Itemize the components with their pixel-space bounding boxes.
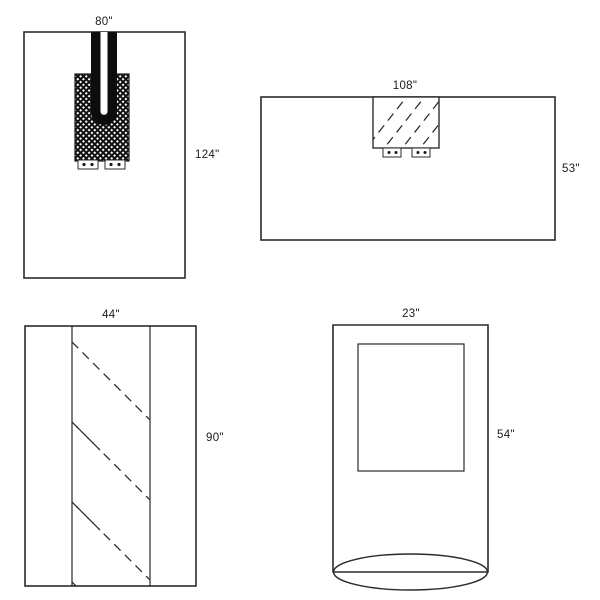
dimension-label-width-1: 80" (95, 16, 113, 28)
drawing-pouch-window-drape: 23" 54" (332, 308, 515, 591)
u-fenestration-1 (91, 32, 117, 125)
dimension-label-height-4: 54" (497, 429, 515, 441)
drawing-center-band-drape: 44" 90" (24, 309, 224, 587)
dimension-label-height-3: 90" (206, 432, 224, 444)
fastener-tab-group-2 (382, 147, 431, 158)
drape-outline-4 (332, 324, 489, 573)
dimension-label-height-2: 53" (562, 163, 580, 175)
dimension-label-height-1: 124" (195, 149, 219, 161)
fastener-tab (382, 147, 402, 158)
window-opening-4 (357, 343, 465, 472)
drawing-u-fenestration-drape: 80" 124" (23, 16, 219, 279)
drawing-wide-patch-drape: 108" 53" (260, 80, 580, 241)
fastener-tab (77, 159, 99, 170)
fastener-tab-group-1 (77, 159, 126, 170)
drape-outline-3 (24, 325, 197, 587)
reinforcement-patch-2 (372, 96, 440, 149)
fastener-tab (411, 147, 431, 158)
dimension-label-width-4: 23" (402, 308, 420, 320)
fastener-tab (104, 159, 126, 170)
reinforcement-band-3 (71, 326, 151, 586)
dimension-label-width-3: 44" (102, 309, 120, 321)
dimension-label-width-2: 108" (393, 80, 417, 92)
pouch-base-ellipse (332, 553, 489, 591)
